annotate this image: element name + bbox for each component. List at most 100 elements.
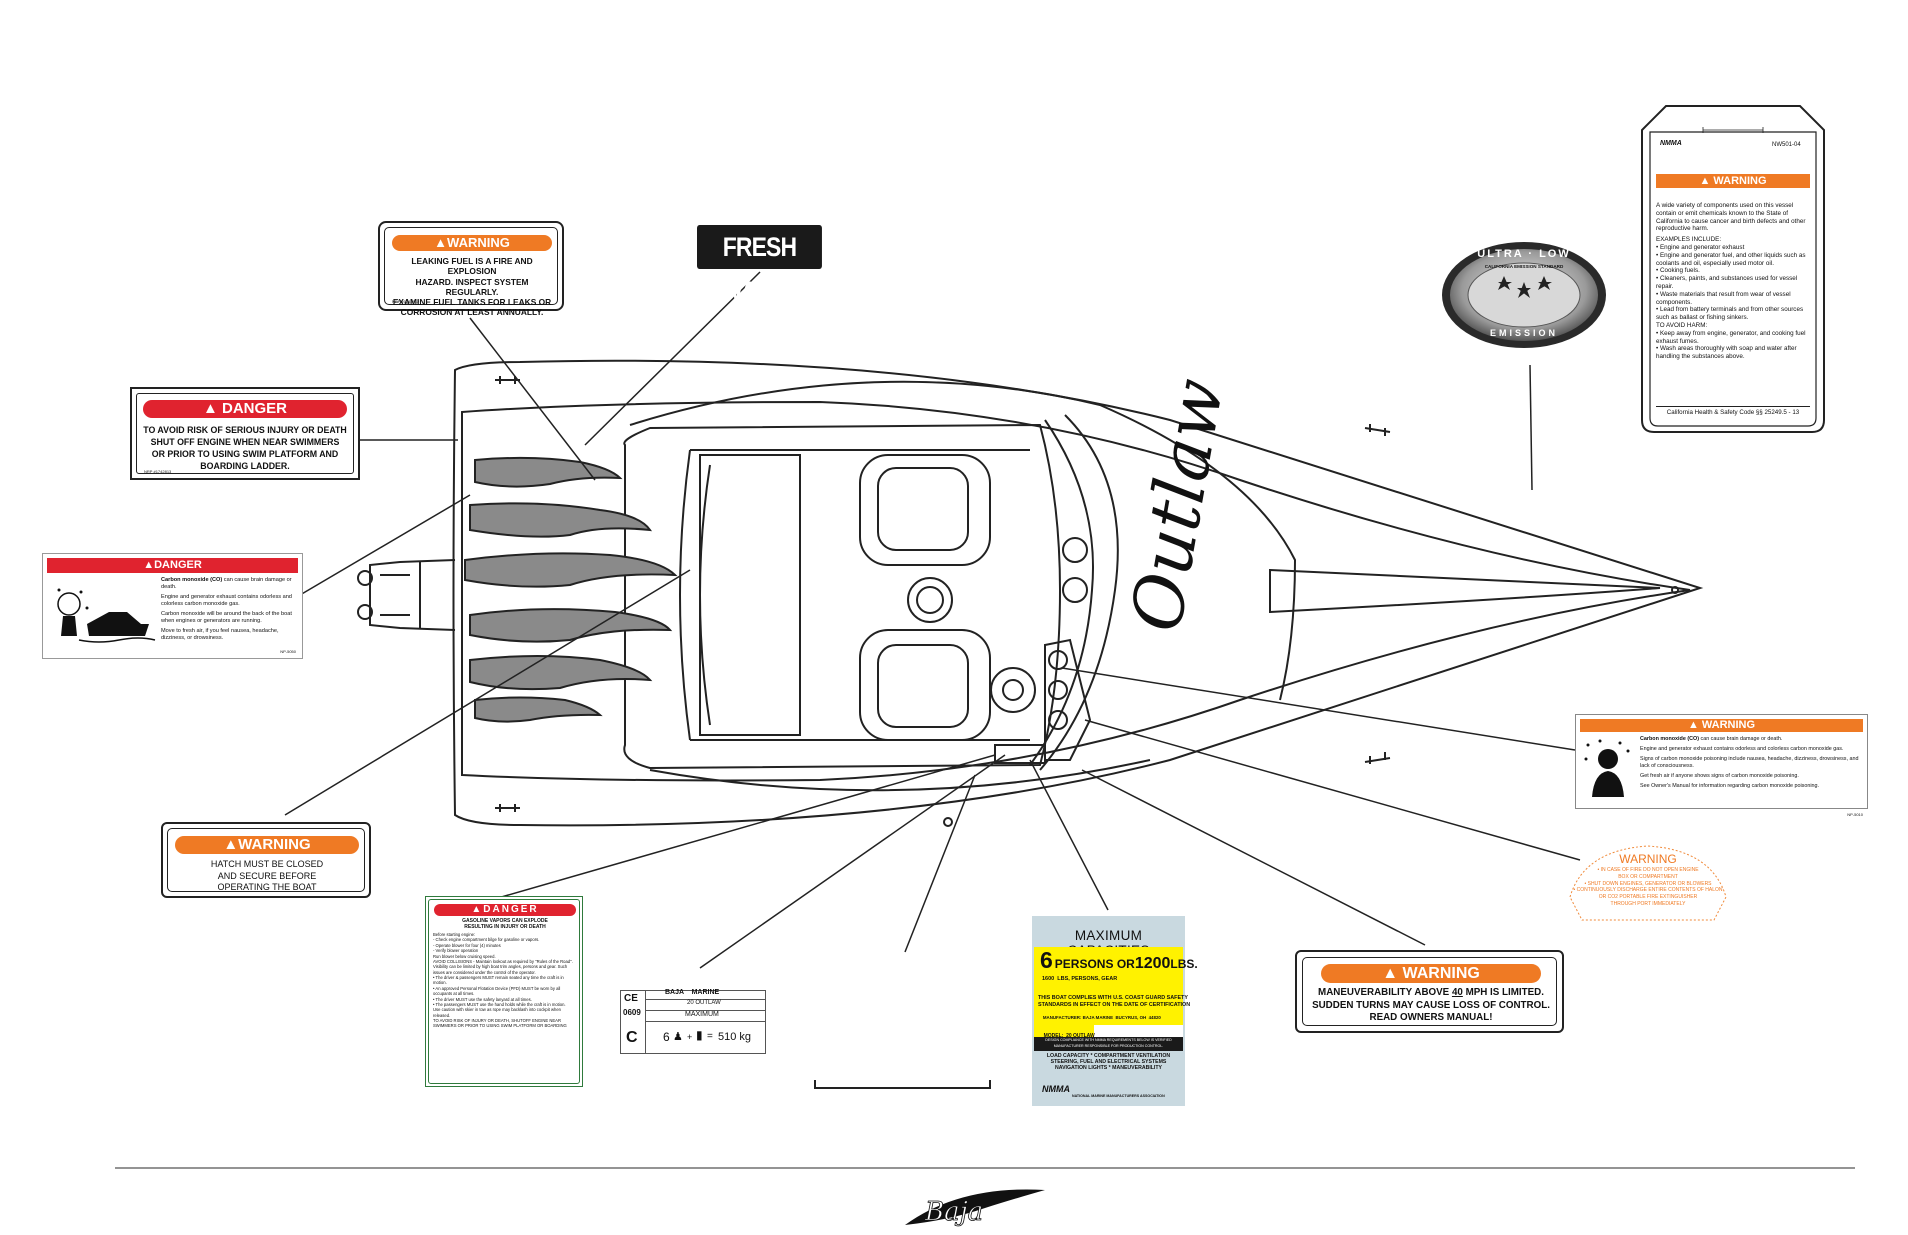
max-cap-model-value: 20 OUTLAW [1066,1033,1095,1039]
warning-triangle-icon: ▲ [471,904,484,915]
warning-fire-line: THROUGH PORT IMMEDIATELY [1610,900,1686,907]
svg-text:Baja: Baja [924,1197,983,1227]
warning-fuel-title-bar: ▲WARNING [392,235,552,251]
ce-model: 20 OUTLAW [687,1000,721,1006]
max-cap-assoc: NATIONAL MARINE MANUFACTURERS ASSOCIATIO… [1072,1094,1165,1098]
prop65-warning-tag: NMMA NW501-04 ▲ WARNING A wide variety o… [1640,104,1826,434]
dimension-bracket [814,1080,991,1089]
warning-maneuver-title-bar: ▲ WARNING [1321,964,1541,983]
warning-fuel-line: CORROSION AT LEAST ANNUALLY. [400,307,544,318]
ce-brand: BAJA MARINE [665,989,720,996]
warning-hatch-title-bar: ▲WARNING [175,836,359,854]
ultra-low-emission-badge: ULTRA · LOW CALIFORNIA EMISSION STANDARD… [1440,240,1608,350]
prop65-example: • Engine and generator fuel, and other l… [1656,251,1806,267]
emission-ring-text: CALIFORNIA EMISSION STANDARD [1484,264,1564,269]
prop65-example: • Lead from battery terminals and from o… [1656,306,1804,322]
warning-fire-line: • CONTINUOUSLY DISCHARGE ENTIRE CONTENTS… [1573,887,1723,894]
prop65-avoid-item: • Keep away from engine, generator, and … [1656,329,1806,345]
danger-gas-line: AVOID COLLISIONS - Maintain lookout as r… [433,958,573,975]
warning-co-right-para: Engine and generator exhaust contains od… [1640,746,1844,753]
fresh-water-label: FRESH WATER [697,225,822,306]
danger-co-para: Move to fresh air, if you feel nausea, h… [161,627,279,641]
warning-triangle-icon: ▲ [434,235,448,250]
warning-triangle-icon: ▲ [1382,965,1399,982]
max-cap-nmma-note: MANUFACTURER RESPONSIBLE FOR PRODUCTION … [1053,1044,1164,1048]
warning-maneuver-label: ▲ WARNING MANEUVERABILITY ABOVE 40 MPH I… [1295,950,1564,1033]
max-cap-mfr-value: BAJA MARINE BUCYRUS, OH 44820 [1082,1015,1161,1020]
danger-swim-line: SHUT OFF ENGINE WHEN NEAR SWIMMERS [150,437,340,448]
warning-fire-line: • IN CASE OF FIRE DO NOT OPEN ENGINE [1597,867,1699,873]
prop65-intro: A wide variety of components used on thi… [1656,202,1806,233]
emission-top-text: ULTRA · LOW [1477,248,1571,260]
warning-fuel-part-no: NRP #1742812 [392,299,420,304]
warning-hatch-line: AND SECURE BEFORE [217,870,317,881]
danger-co-part-no: NP-5050 [280,649,296,654]
max-cap-persons-num: 6 [1040,947,1053,973]
warning-fire-line: • SHUT DOWN ENGINES, GENERATOR OR BLOWER… [1584,880,1712,887]
ce-number: 0609 [623,1008,641,1017]
prop65-avoid-title: TO AVOID HARM: [1656,321,1708,329]
prop65-avoid-item: • Wash areas thoroughly with soap and wa… [1656,345,1797,361]
danger-gas-line: TO AVOID RISK OF INJURY OR DEATH, SHUTOF… [433,1018,567,1029]
danger-co-para: Carbon monoxide will be around the back … [161,610,292,624]
ce-maximum: MAXIMUM [685,1011,719,1018]
ce-weight: 510 kg [718,1031,752,1043]
danger-co-label: ▲DANGER Carbon monoxide (CO) can cause b… [42,553,303,659]
warning-co-right-para: Signs of carbon monoxide poisoning inclu… [1640,756,1859,770]
danger-swim-part-no: NRP #1742813 [144,469,172,474]
prop65-footer: California Health & Safety Code §§ 25249… [1666,409,1800,416]
boat-hull [357,359,1704,827]
max-cap-comply: THIS BOAT COMPLIES WITH U.S. COAST GUARD… [1038,995,1188,1001]
prop65-tag-number: NW501-04 [1772,142,1801,148]
max-cap-load-line: LOAD CAPACITY * COMPARTMENT VENTILATION [1046,1053,1171,1059]
danger-gas-line: • The driver MUST use the safety lanyard… [433,996,532,1002]
prop65-logo: NMMA [1660,140,1682,147]
warning-triangle-icon: ▲ [202,400,218,417]
luggage-icon: ▮ [696,1028,703,1042]
warning-fire-title: WARNING [1619,852,1677,866]
leader-lines [284,271,1581,969]
warning-co-right-title-bar: ▲ WARNING [1580,719,1863,732]
warning-fuel-line: HAZARD. INSPECT SYSTEM REGULARLY. [415,276,529,297]
prop65-example: • Engine and generator exhaust [1656,243,1745,251]
max-cap-load-line: STEERING, FUEL AND ELECTRICAL SYSTEMS [1050,1058,1167,1065]
emission-badge-graphic [1442,242,1606,348]
warning-fuel-line: LEAKING FUEL IS A FIRE AND EXPLOSION [411,256,533,277]
nmma-logo: NMMA [1042,1084,1070,1094]
fire-label-outline [1569,845,1727,921]
warning-fuel-line: EXAMINE FUEL TANKS FOR LEAKS OR [392,297,552,307]
prop65-examples-title: EXAMPLES INCLUDE: [1656,236,1722,244]
danger-gas-line: Use caution with skier in tow as rope ma… [433,1007,562,1018]
warning-co-right-para: Get fresh air if anyone shows signs of c… [1640,773,1799,780]
danger-swim-label: ▲ DANGER TO AVOID RISK OF SERIOUS INJURY… [130,387,360,480]
prop65-example: • Cooking fuels. [1656,267,1700,275]
warning-triangle-icon: ▲ [1687,719,1699,731]
max-cap-comply: STANDARDS IN EFFECT ON THE DATE OF CERTI… [1038,1002,1191,1008]
danger-gas-line: - Operate blower for four (4) minutes [433,942,501,948]
warning-fire-line: BOX OR COMPARTMENT [1618,873,1678,880]
baja-logo: Baja [905,1189,1045,1227]
max-cap-persons-text: PERSONS OR [1054,957,1135,971]
ce-plus: + [687,1032,693,1042]
danger-swim-line: TO AVOID RISK OF SERIOUS INJURY OR DEATH [143,425,347,435]
co-boat-pictogram-icon [57,588,156,643]
flame-graphic [464,456,678,723]
max-cap-load-line: NAVIGATION LIGHTS * MANEUVERABILITY [1054,1064,1163,1071]
warning-hatch-label: ▲WARNING HATCH MUST BE CLOSED AND SECURE… [161,822,371,898]
max-cap-subtitle: 1600 LBS, PERSONS, GEAR [1042,976,1118,982]
danger-gas-line: Before starting engine: [433,932,476,937]
danger-gas-line: • The passengers MUST use the hand holds… [433,1001,566,1007]
danger-gas-label: ▲DANGER GASOLINE VAPORS CAN EXPLODE RESU… [425,896,583,1087]
co-person-pictogram-icon [1584,739,1630,797]
warning-maneuver-line: READ OWNERS MANUAL! [1369,1012,1493,1024]
warning-maneuver-line: SUDDEN TURNS MAY CAUSE LOSS OF CONTROL. [1312,999,1550,1011]
warning-co-right-label: ▲ WARNING Carbon monoxide (CO) can cause… [1575,714,1868,817]
ce-mark: CE [624,993,638,1004]
danger-swim-line: OR PRIOR TO USING SWIM PLATFORM AND [151,449,339,460]
max-cap-lbs-num: 1200 [1134,955,1171,972]
danger-co-title-bar: ▲DANGER [47,558,298,573]
danger-gas-line: - Check engine compartment bilge for gas… [433,937,540,943]
max-cap-nmma-note: DESIGN COMPLIANCE WITH NMMA REQUIREMENTS… [1045,1038,1172,1042]
danger-gas-headline: GASOLINE VAPORS CAN EXPLODE [462,918,548,924]
